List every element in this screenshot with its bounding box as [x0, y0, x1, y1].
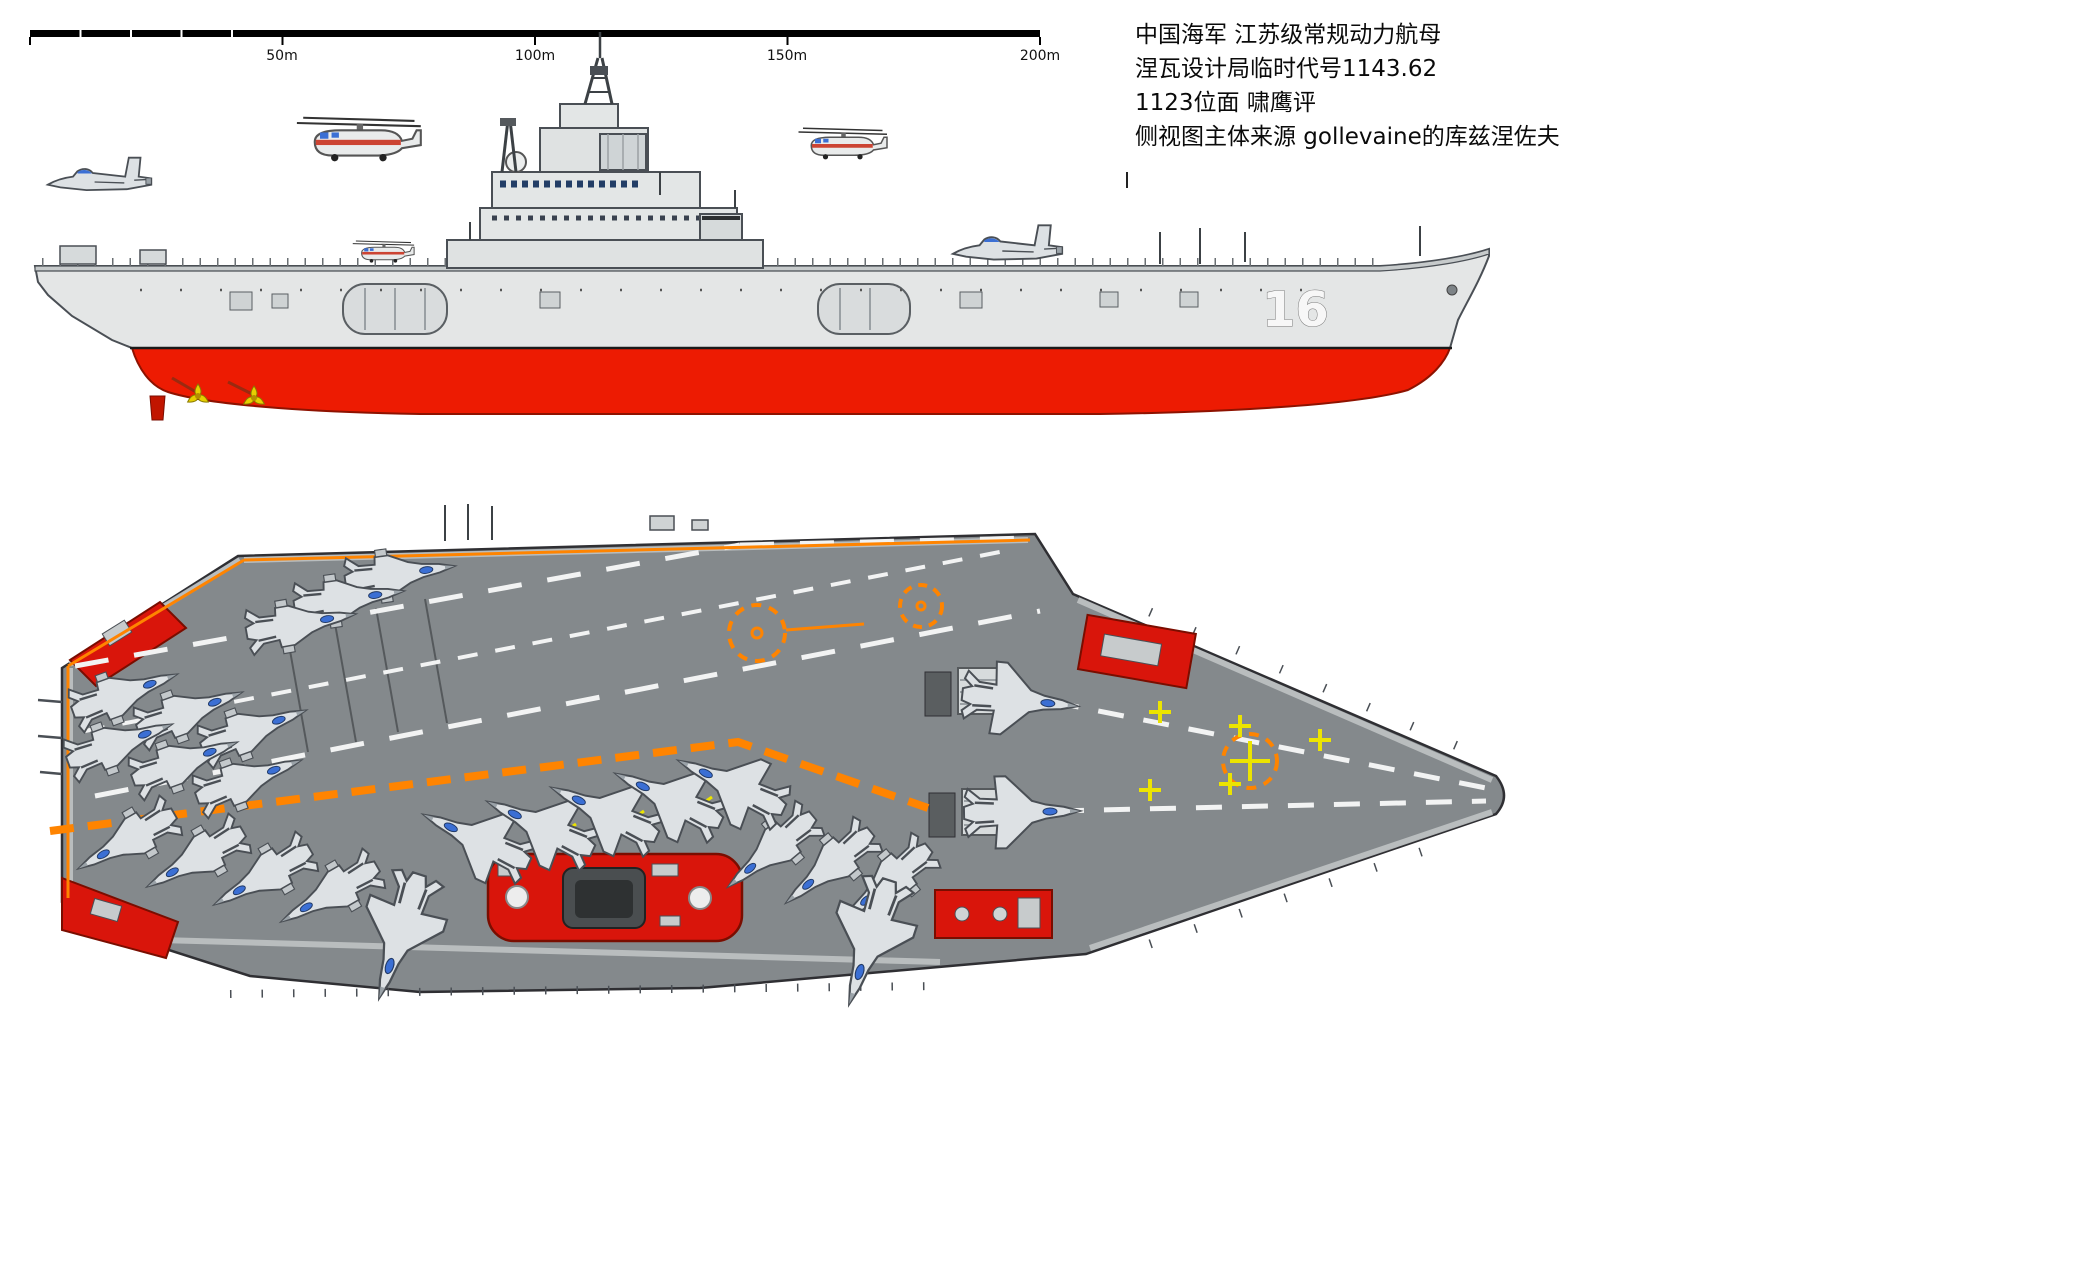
- annotation-line-2: 涅瓦设计局临时代号1143.62: [1135, 56, 1437, 82]
- deck-machinery: [928, 792, 956, 838]
- prop-shaft: [227, 380, 253, 396]
- island-side: [446, 32, 764, 269]
- annotation-line-4: 侧视图主体来源 gollevaine的库兹涅佐夫: [1135, 124, 1560, 150]
- deck-jet-icon: [951, 224, 1064, 261]
- deck-circle: [1221, 732, 1279, 790]
- deck-machinery: [924, 671, 952, 717]
- scale-label-150m: 150m: [767, 48, 807, 64]
- deck-circle: [727, 603, 787, 663]
- scale-label-50m: 50m: [266, 48, 297, 64]
- island-radome: [505, 885, 529, 909]
- scale-label-100m: 100m: [515, 48, 555, 64]
- scale-bar-rule: [30, 30, 1040, 37]
- side-view: 16: [33, 32, 1490, 421]
- annotation-line-1: 中国海军 江苏级常规动力航母: [1135, 22, 1441, 48]
- annotation-line-3: 1123位面 啸鹰评: [1135, 90, 1316, 116]
- island-radome: [688, 886, 712, 910]
- anchor: [1446, 284, 1458, 296]
- flying-jet-icon: [46, 156, 153, 192]
- deck-edge-boat: [691, 519, 709, 531]
- port-quarter-sponson-red: [61, 876, 180, 960]
- deck-helicopter-icon: [352, 240, 415, 264]
- foul-line: [49, 737, 930, 835]
- annotation-block: 中国海军 江苏级常规动力航母 涅瓦设计局临时代号1143.62 1123位面 啸…: [1126, 22, 1560, 188]
- starboard-sponson-red: [1076, 613, 1198, 690]
- flying-helicopter-icon: [295, 116, 422, 163]
- scale-bar: 50m 100m 150m 200m: [29, 30, 1060, 64]
- stern-fitting: [59, 245, 97, 265]
- rudder: [149, 395, 166, 421]
- stern-fitting: [139, 249, 167, 265]
- port-sponson-red: [68, 600, 188, 688]
- prop-shaft: [171, 376, 197, 394]
- hull-sponson: [817, 283, 911, 335]
- top-view: [37, 504, 1506, 1018]
- scale-label-200m: 200m: [1020, 48, 1060, 64]
- underwater-hull: [130, 347, 1452, 415]
- white-deck-markings: [74, 535, 1487, 815]
- deck-edge-boat: [649, 515, 675, 531]
- hull-number: 16: [1262, 282, 1329, 338]
- flying-helicopter-icon: [797, 127, 888, 161]
- mast-radar: [590, 66, 608, 75]
- deck-circle: [898, 583, 944, 629]
